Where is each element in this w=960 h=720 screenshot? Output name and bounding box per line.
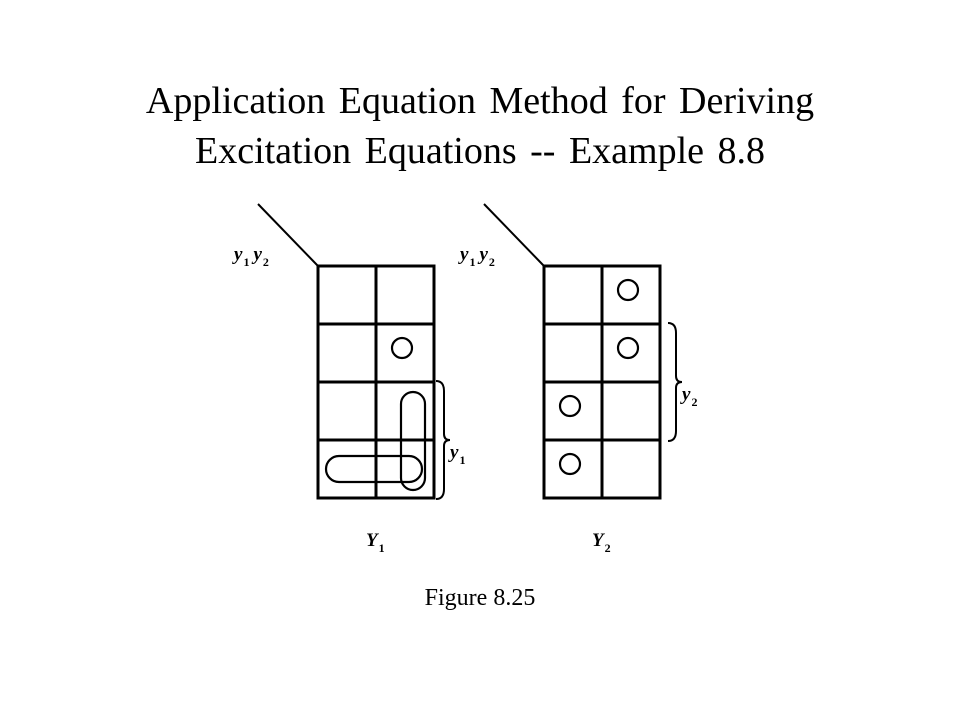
map-name-label: Y1 — [366, 530, 385, 555]
map-name-label: Y2 — [592, 530, 611, 555]
corner-diagonal-line — [257, 203, 319, 267]
bracket-variable-label: y2 — [680, 384, 697, 409]
group-loop-column — [399, 390, 427, 492]
circled-minterm-loop — [390, 336, 414, 360]
figure-caption: Figure 8.25 — [424, 585, 536, 611]
title-line-2: Excitation Equations -- Example 8.8 — [194, 130, 766, 172]
circled-minterm-loop — [616, 278, 640, 302]
title-line-1: Application Equation Method for Deriving — [145, 80, 815, 122]
bracket-variable-label: y1 — [448, 442, 465, 467]
group-loop-row — [324, 454, 424, 484]
group-bracket — [667, 322, 683, 442]
page-title: Application Equation Method for Deriving… — [0, 76, 960, 176]
circled-minterm-loop — [558, 394, 582, 418]
corner-diagonal-line — [483, 203, 545, 267]
circled-minterm-loop — [558, 452, 582, 476]
circled-minterm-loop — [616, 336, 640, 360]
group-bracket — [435, 380, 451, 500]
